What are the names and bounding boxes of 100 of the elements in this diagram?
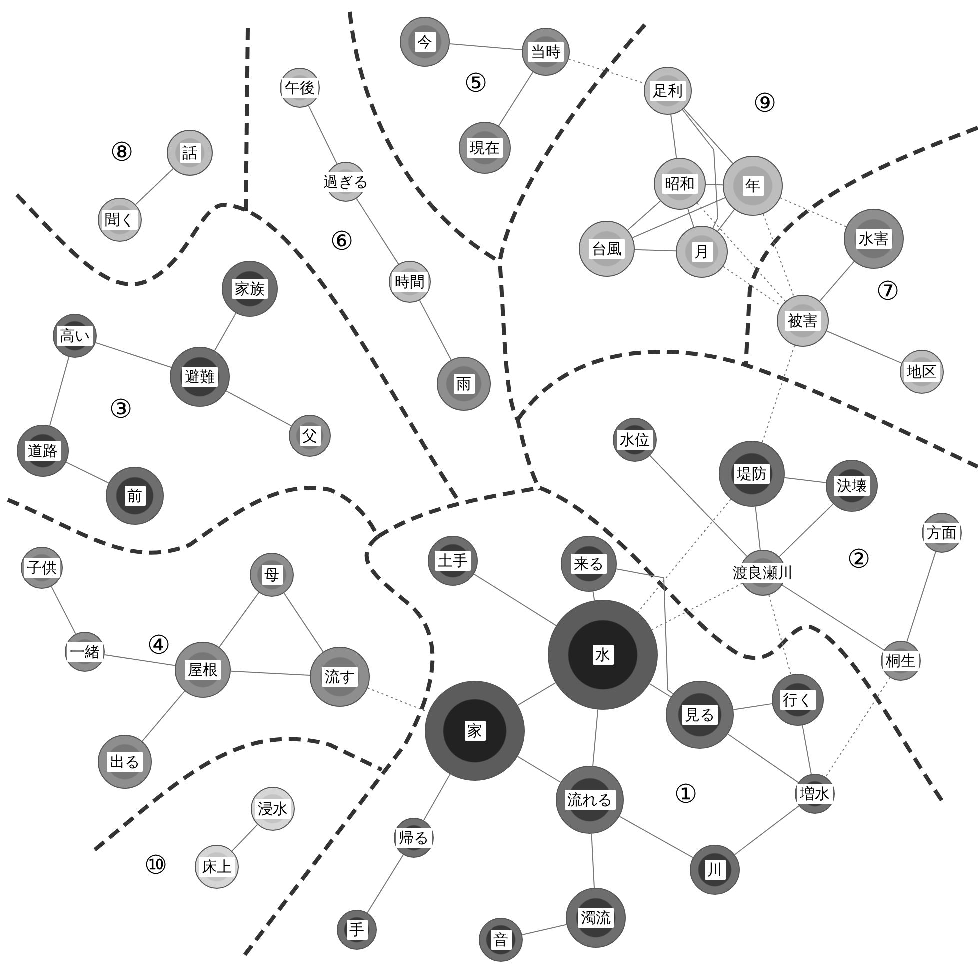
node-label: 濁流	[578, 908, 614, 928]
edge-line	[778, 504, 834, 558]
cluster-number: ⑤	[464, 69, 488, 99]
edge-line	[66, 462, 110, 484]
edge-line	[826, 330, 902, 364]
edge-line	[616, 568, 674, 695]
node-label: 水位	[617, 430, 653, 450]
edge-line	[728, 734, 800, 784]
edge-line	[474, 574, 557, 626]
edge-line	[104, 654, 176, 666]
cluster-number: ⑥	[330, 227, 354, 257]
node-label: 流れる	[564, 790, 616, 810]
edge-line	[498, 72, 534, 127]
node-label: 雨	[454, 374, 474, 394]
edge-line	[619, 816, 694, 858]
edge-line	[367, 854, 404, 914]
edge-line	[733, 703, 773, 710]
edge-line	[782, 584, 885, 651]
edge-line	[688, 208, 694, 228]
node-label: 午後	[282, 78, 318, 98]
node-label: 屋根	[185, 660, 221, 680]
node-label: 音	[490, 930, 512, 950]
dotted-edge	[762, 345, 796, 444]
edge-line	[230, 670, 311, 676]
edge-line	[634, 249, 677, 252]
node-label: 足利	[650, 81, 686, 101]
edge-line	[214, 312, 237, 352]
node-label: 道路	[25, 441, 61, 461]
cluster-number: ⑩	[144, 851, 168, 881]
node-label: 増水	[797, 784, 833, 804]
edge-line	[802, 725, 812, 775]
node-label: 地区	[904, 362, 940, 382]
cluster-number: ②	[847, 545, 871, 575]
edge-line	[820, 261, 855, 302]
node-label: 年	[742, 176, 764, 196]
edge-line	[682, 109, 718, 229]
node-label: 水害	[856, 229, 892, 249]
edge-line	[906, 552, 936, 642]
edge-line	[717, 209, 736, 232]
node-label: 母	[262, 565, 282, 585]
edge-line	[684, 108, 734, 164]
edge-line	[356, 198, 400, 265]
edge-line	[284, 592, 324, 653]
node-label: 家族	[232, 279, 268, 299]
node-label: 流す	[322, 667, 358, 687]
edge-line	[591, 833, 595, 889]
dotted-edge	[696, 202, 786, 302]
edge-line	[51, 586, 76, 635]
node-label: 話	[180, 143, 200, 163]
node-label: 堤防	[734, 464, 770, 484]
node-label: 被害	[785, 311, 821, 331]
node-label: 桐生	[883, 651, 919, 671]
edge-line	[419, 300, 452, 361]
node-label: 昭和	[662, 174, 698, 194]
node-label: 来る	[571, 554, 607, 574]
node-label: 今	[414, 32, 436, 52]
dotted-edge	[651, 583, 744, 630]
node-label: 月	[692, 242, 712, 262]
node-label: 出る	[107, 752, 143, 772]
edge-line	[232, 824, 258, 852]
dotted-edge	[825, 677, 891, 778]
node-label: 見る	[682, 705, 718, 725]
edge-line	[706, 184, 724, 186]
node-label: 避難	[182, 367, 218, 387]
edge-line	[449, 44, 523, 51]
node-label: 川	[704, 860, 726, 880]
edge-line	[49, 356, 70, 426]
node-label: 現在	[467, 138, 503, 158]
node-label: 家	[464, 721, 486, 741]
edge-line	[308, 105, 338, 165]
cluster-number: ⑧	[110, 138, 134, 168]
node-label: 床上	[199, 857, 235, 877]
edge-line	[734, 806, 800, 856]
edge-line	[135, 168, 174, 206]
node-label: 行く	[780, 690, 816, 710]
cluster-number: ③	[109, 395, 133, 425]
edge-line	[670, 114, 678, 159]
edge-line	[592, 591, 596, 602]
edge-line	[218, 592, 260, 648]
node-label: 決壊	[834, 476, 870, 496]
edge-line	[784, 477, 827, 484]
dotted-edge	[768, 594, 792, 676]
node-label: 帰る	[396, 828, 432, 848]
dotted-edge	[780, 198, 848, 228]
node-label: 土手	[435, 551, 471, 571]
edge-line	[142, 690, 186, 742]
node-label: 手	[346, 920, 368, 940]
cluster-number: ⑦	[876, 277, 900, 307]
edge-line	[592, 709, 599, 767]
dotted-edge	[367, 688, 430, 713]
cluster-number: ⑨	[753, 89, 777, 119]
cluster-number: ④	[147, 631, 171, 661]
edge-line	[650, 455, 748, 557]
edge-line	[226, 390, 292, 427]
node-label: 時間	[392, 272, 428, 292]
edge-line	[517, 756, 562, 783]
edge-line	[755, 506, 761, 551]
node-label: 子供	[24, 558, 60, 578]
node-label: 一緒	[67, 642, 103, 662]
node-label: 浸水	[255, 799, 291, 819]
